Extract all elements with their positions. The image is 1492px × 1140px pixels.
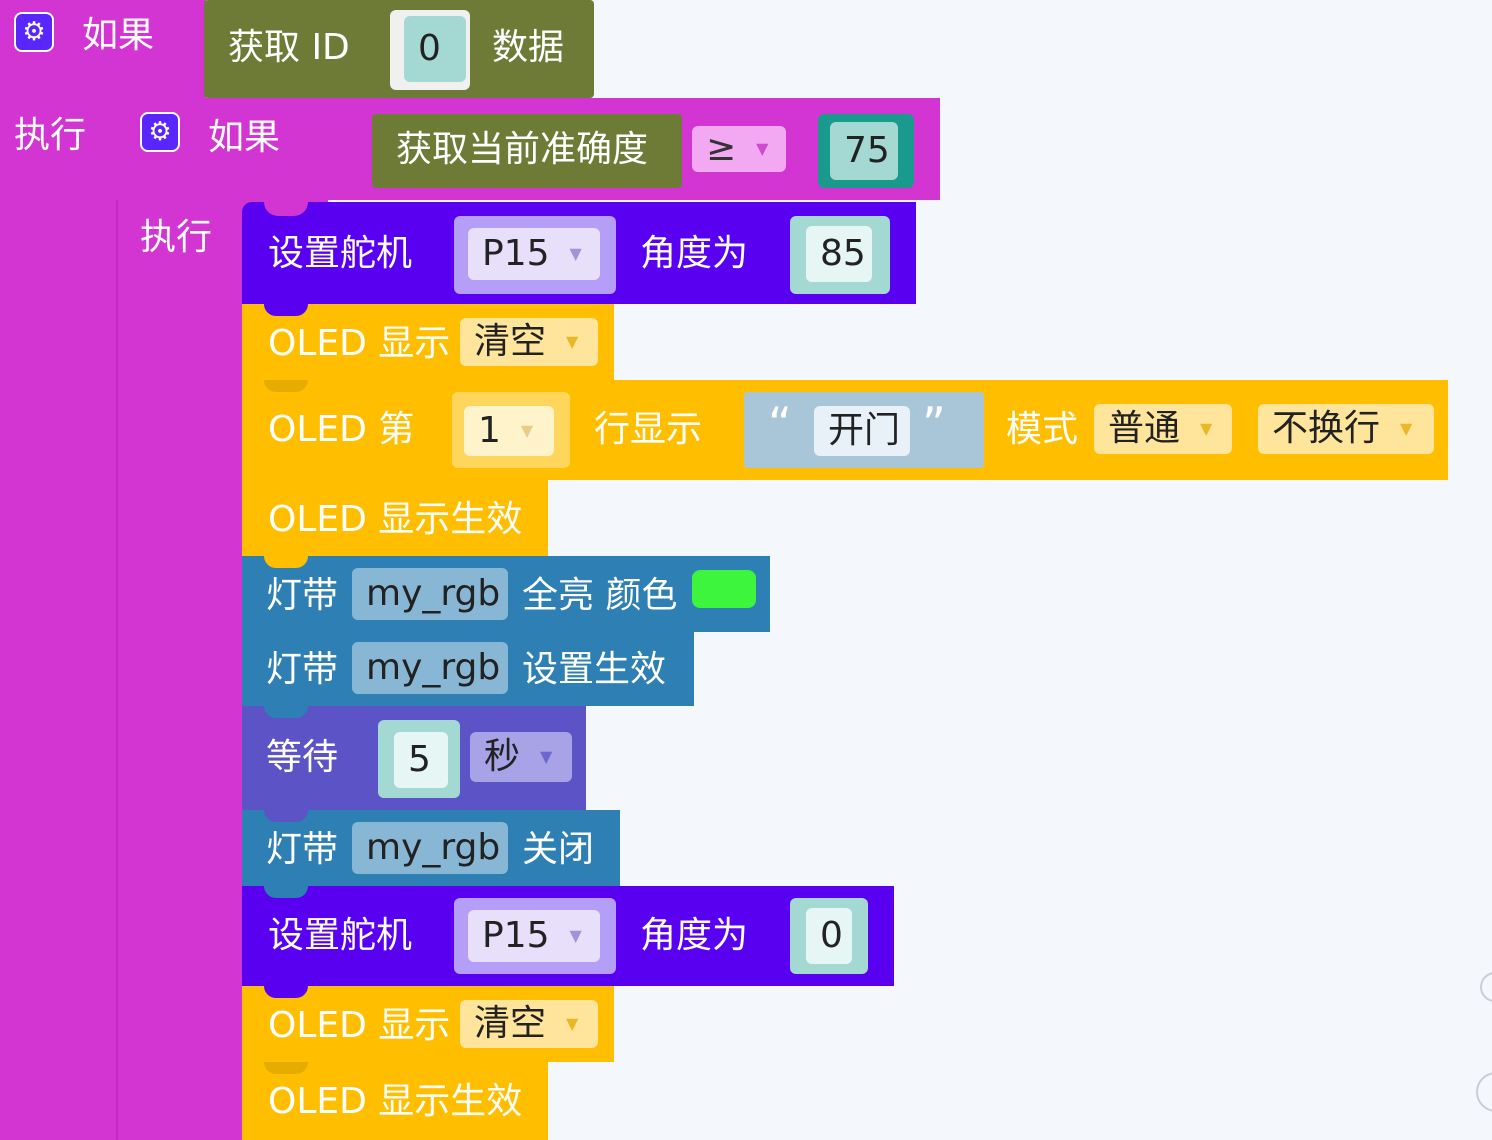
servo-pin-dropdown[interactable]: P15 ▼ — [468, 910, 600, 962]
strip-off-action: 关闭 — [522, 829, 595, 870]
chevron-down-icon: ▼ — [1200, 419, 1213, 438]
strip-apply-block[interactable]: 灯带 my_rgb 设置生效 — [242, 632, 694, 706]
id-input[interactable]: 0 — [404, 16, 466, 82]
strip-name-field[interactable]: my_rgb — [352, 568, 508, 620]
strip-name-field[interactable]: my_rgb — [352, 822, 508, 874]
wait-value-input[interactable]: 5 — [394, 732, 448, 788]
gear-icon[interactable]: ⚙ — [140, 112, 180, 152]
servo-angle-input[interactable]: 85 — [806, 226, 872, 282]
oled-mode-label: 模式 — [1006, 409, 1079, 450]
block-notch — [264, 304, 308, 316]
block-notch — [264, 706, 308, 718]
servo-pin-value: P15 — [482, 915, 550, 956]
set-servo-label: 设置舵机 — [268, 915, 413, 956]
oled-apply-block[interactable]: OLED 显示生效 — [242, 1062, 548, 1140]
operator-dropdown[interactable]: ≥ ▼ — [692, 126, 786, 172]
chevron-down-icon: ▼ — [569, 926, 582, 945]
servo-angle-label: 角度为 — [640, 915, 749, 956]
block-notch — [264, 810, 308, 822]
strip-color-block[interactable]: 灯带 my_rgb 全亮 颜色 — [242, 556, 770, 632]
chevron-down-icon: ▼ — [566, 332, 579, 351]
close-quote-icon: ” — [922, 397, 946, 451]
chevron-down-icon: ▼ — [1400, 419, 1413, 438]
strip-name-field[interactable]: my_rgb — [352, 642, 508, 694]
open-quote-icon: “ — [768, 397, 792, 451]
oled-clear-option: 清空 — [474, 321, 547, 362]
get-id-data-block[interactable]: 获取 ID 0 数据 — [204, 0, 594, 98]
servo-angle-input[interactable]: 0 — [806, 908, 852, 964]
gear-icon[interactable]: ⚙ — [14, 12, 54, 52]
inner-do-label: 执行 — [140, 217, 213, 258]
strip-color-swatch[interactable] — [692, 570, 756, 608]
strip-apply-action: 设置生效 — [522, 649, 667, 690]
accuracy-getter-label: 获取当前准确度 — [396, 129, 649, 170]
set-servo-label: 设置舵机 — [268, 233, 413, 274]
set-servo-block[interactable]: 设置舵机 P15 ▼ 角度为 85 — [242, 202, 916, 304]
chevron-down-icon: ▼ — [566, 1014, 579, 1033]
wait-label: 等待 — [266, 737, 339, 778]
strip-color-action: 全亮 颜色 — [522, 575, 678, 616]
chevron-down-icon: ▼ — [540, 747, 553, 766]
zoom-in-icon[interactable] — [1480, 972, 1492, 1002]
oled-wrap-value: 不换行 — [1272, 408, 1381, 449]
strip-apply-label: 灯带 — [266, 649, 339, 690]
block-notch — [264, 202, 308, 216]
block-notch — [264, 556, 308, 568]
oled-clear-option: 清空 — [474, 1003, 547, 1044]
oled-apply-label: OLED 显示生效 — [268, 499, 523, 540]
oled-line-value: 1 — [478, 410, 501, 451]
get-id-suffix: 数据 — [492, 27, 565, 68]
block-notch — [264, 380, 308, 392]
set-servo-block[interactable]: 设置舵机 P15 ▼ 角度为 0 — [242, 886, 894, 986]
servo-pin-value: P15 — [482, 233, 550, 274]
oled-mode-dropdown[interactable]: 普通 ▼ — [1094, 404, 1232, 454]
outer-do-label: 执行 — [14, 115, 87, 156]
wait-unit-value: 秒 — [484, 736, 521, 777]
oled-apply-block[interactable]: OLED 显示生效 — [242, 480, 548, 556]
inner-if-label: 如果 — [208, 117, 281, 158]
recenter-icon[interactable] — [1476, 1072, 1492, 1112]
servo-pin-dropdown[interactable]: P15 ▼ — [468, 228, 600, 280]
strip-color-label: 灯带 — [266, 575, 339, 616]
strip-off-label: 灯带 — [266, 829, 339, 870]
oled-mode-value: 普通 — [1108, 408, 1181, 449]
wait-block[interactable]: 等待 5 秒 ▼ — [242, 706, 586, 810]
oled-clear-label: OLED 显示 — [268, 1005, 451, 1046]
oled-clear-label: OLED 显示 — [268, 323, 451, 364]
threshold-input[interactable]: 75 — [830, 122, 898, 180]
oled-line-label: OLED 第 — [268, 409, 415, 450]
oled-show-label: 行显示 — [594, 409, 703, 450]
oled-wrap-dropdown[interactable]: 不换行 ▼ — [1258, 404, 1434, 454]
get-id-prefix: 获取 ID — [228, 27, 350, 68]
strip-off-block[interactable]: 灯带 my_rgb 关闭 — [242, 810, 620, 886]
block-notch — [264, 886, 308, 898]
oled-clear-dropdown[interactable]: 清空 ▼ — [460, 318, 598, 366]
chevron-down-icon: ▼ — [569, 244, 582, 263]
oled-text-input[interactable]: 开门 — [814, 406, 910, 456]
operator-value: ≥ — [706, 128, 737, 169]
chevron-down-icon: ▼ — [520, 421, 534, 440]
servo-angle-label: 角度为 — [640, 233, 749, 274]
chevron-down-icon: ▼ — [756, 139, 769, 158]
block-notch — [264, 986, 308, 998]
oled-clear-block[interactable]: OLED 显示 清空 ▼ — [242, 304, 614, 380]
oled-clear-dropdown[interactable]: 清空 ▼ — [460, 1000, 598, 1048]
oled-clear-block[interactable]: OLED 显示 清空 ▼ — [242, 986, 614, 1062]
block-notch — [264, 1062, 308, 1074]
oled-line-block[interactable]: OLED 第 1 ▼ 行显示 “ 开门 ” 模式 普通 ▼ 不换行 ▼ — [242, 380, 1448, 480]
wait-unit-dropdown[interactable]: 秒 ▼ — [470, 732, 572, 782]
accuracy-getter-block[interactable]: 获取当前准确度 — [372, 114, 682, 188]
oled-apply-label: OLED 显示生效 — [268, 1081, 523, 1122]
oled-line-number[interactable]: 1 ▼ — [464, 406, 554, 456]
text-block[interactable]: “ 开门 ” — [744, 392, 984, 468]
outer-if-label: 如果 — [82, 15, 155, 56]
compare-block[interactable]: 获取当前准确度 ≥ ▼ 75 — [330, 98, 940, 200]
